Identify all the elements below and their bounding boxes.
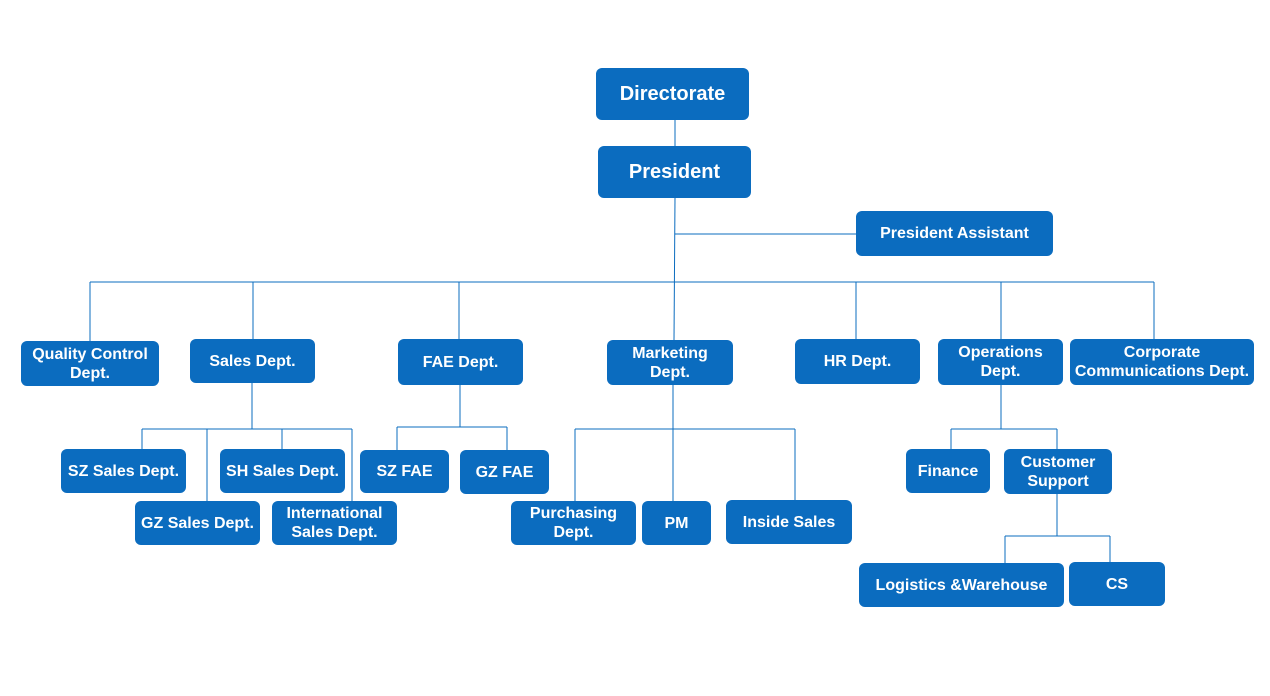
quality-control-node: Quality Control Dept. [21, 341, 159, 386]
logistics-warehouse-node: Logistics &Warehouse [859, 563, 1064, 607]
hr-node: HR Dept. [795, 339, 920, 384]
sales-node: Sales Dept. [190, 339, 315, 383]
fae-node: FAE Dept. [398, 339, 523, 385]
sh-sales-node: SH Sales Dept. [220, 449, 345, 493]
sz-fae-node: SZ FAE [360, 450, 449, 493]
pm-node: PM [642, 501, 711, 545]
president-assistant-node: President Assistant [856, 211, 1053, 256]
international-sales-node: International Sales Dept. [272, 501, 397, 545]
president-node: President [598, 146, 751, 198]
finance-node: Finance [906, 449, 990, 493]
gz-sales-node: GZ Sales Dept. [135, 501, 260, 545]
connector [673, 196, 676, 341]
operations-node: Operations Dept. [938, 339, 1063, 385]
sz-sales-node: SZ Sales Dept. [61, 449, 186, 493]
purchasing-node: Purchasing Dept. [511, 501, 636, 545]
customer-support-node: Customer Support [1004, 449, 1112, 494]
corporate-communications-node: Corporate Communications Dept. [1070, 339, 1254, 385]
marketing-node: Marketing Dept. [607, 340, 733, 385]
gz-fae-node: GZ FAE [460, 450, 549, 494]
directorate-node: Directorate [596, 68, 749, 120]
inside-sales-node: Inside Sales [726, 500, 852, 544]
cs-node: CS [1069, 562, 1165, 606]
